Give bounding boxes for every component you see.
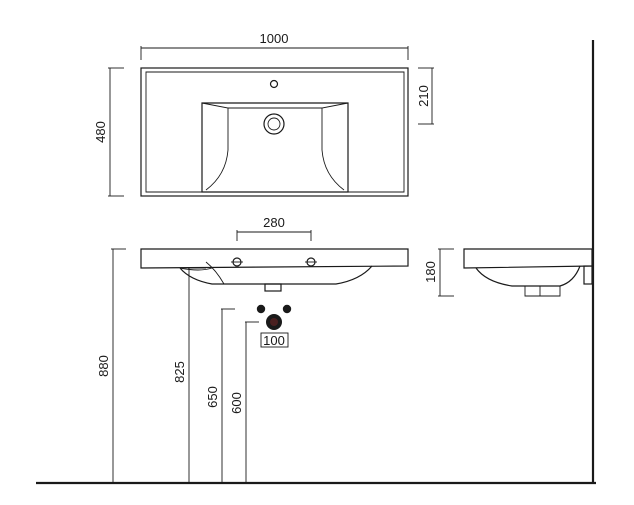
front-view: 280 100 880 825	[96, 215, 409, 483]
dim-side-thickness-label: 180	[423, 261, 438, 283]
dim-holes-spacing-label: 280	[263, 215, 285, 230]
side-wall-bracket	[583, 265, 593, 285]
dim-basin-drain-height-label: 825	[172, 361, 187, 383]
drain-inner	[267, 117, 281, 131]
faucet-hole	[269, 79, 279, 89]
top-bowl	[201, 102, 349, 193]
drain-outer	[263, 113, 285, 135]
front-basin-slab	[140, 248, 409, 269]
dim-depth-label: 480	[93, 121, 108, 143]
dim-supply-height-label: 650	[205, 386, 220, 408]
top-basin-outline	[140, 67, 409, 197]
waste-outlet	[266, 314, 282, 330]
supply-left	[256, 304, 266, 314]
faucet-hole-left	[231, 257, 243, 267]
waste-spacing-box	[260, 332, 289, 348]
faucet-hole-right	[305, 257, 317, 267]
top-view: 1000 480 210	[93, 31, 434, 197]
dim-faucet-offset-label: 210	[416, 85, 431, 107]
dim-waste-spacing-label: 100	[263, 333, 285, 348]
dim-waste-height-label: 600	[229, 392, 244, 414]
dim-total-height-label: 880	[96, 355, 111, 377]
dim-width-label: 1000	[260, 31, 289, 46]
side-view: 180	[423, 248, 593, 297]
supply-right	[282, 304, 292, 314]
top-basin-inner-rim	[145, 71, 405, 193]
side-basin-slab	[463, 248, 593, 269]
side-bowl-curve	[475, 265, 581, 287]
front-drain-stub	[264, 283, 282, 292]
